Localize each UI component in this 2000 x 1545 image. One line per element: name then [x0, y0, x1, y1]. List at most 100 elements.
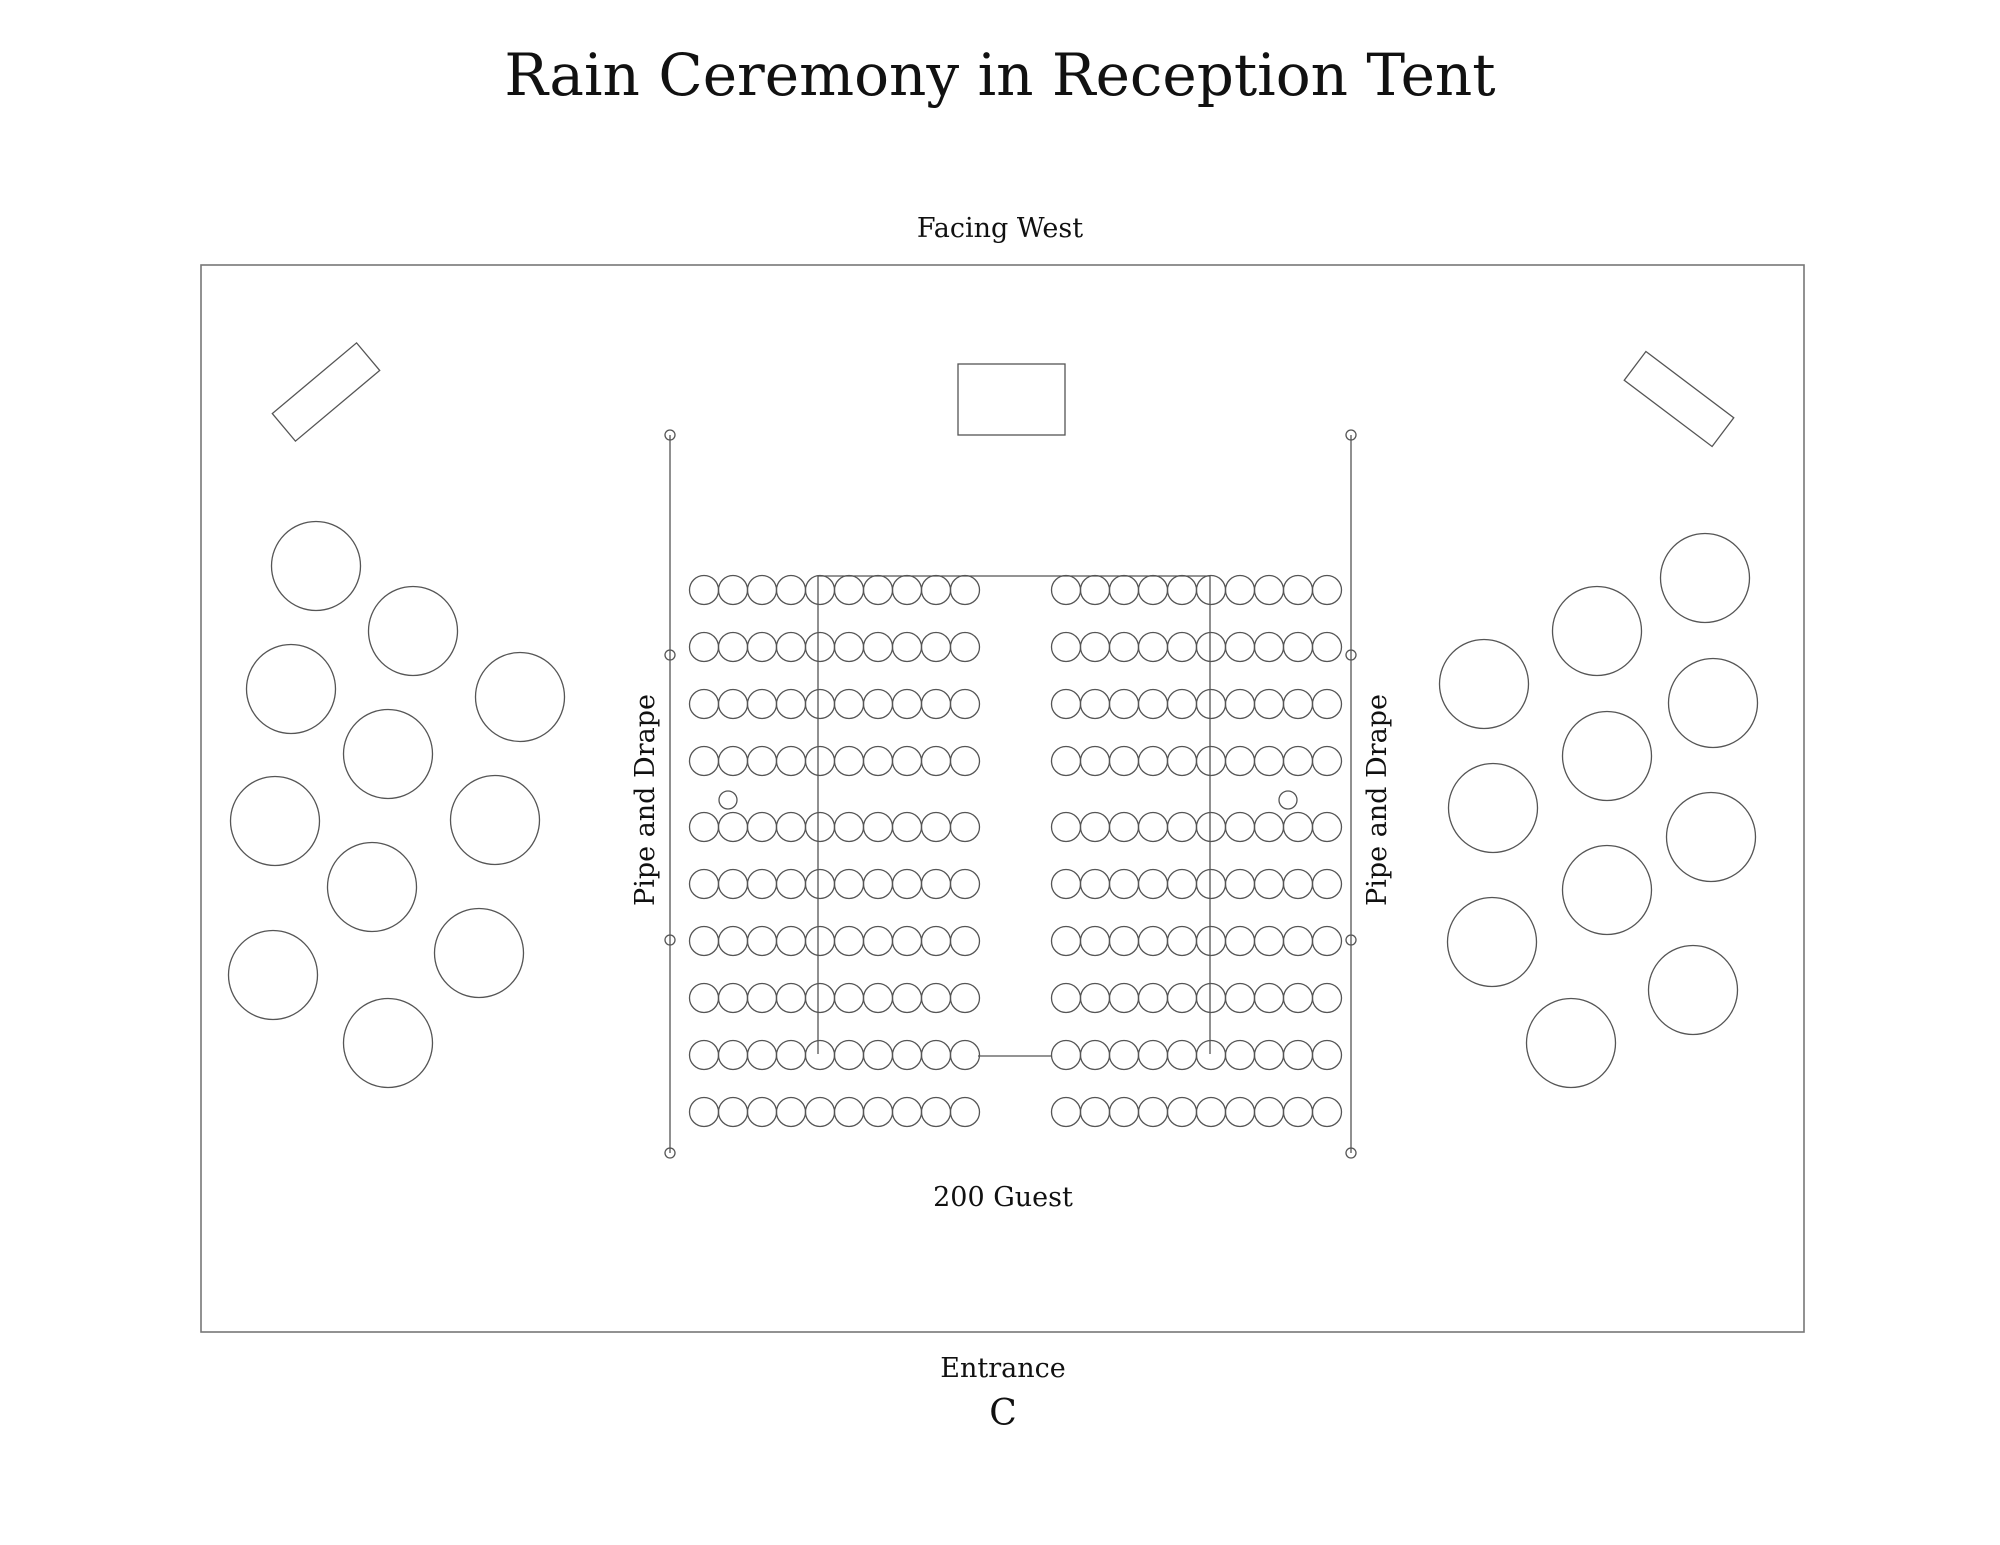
chair: [833, 688, 865, 720]
chair: [688, 1096, 720, 1128]
left-small-marker: [718, 790, 738, 810]
chair: [1108, 631, 1140, 663]
chair: [1311, 688, 1343, 720]
chair: [1253, 574, 1285, 606]
right-pipe-and-drape: [1345, 429, 1357, 1159]
chair: [1137, 631, 1169, 663]
round-table: [1438, 638, 1530, 730]
chair: [746, 1096, 778, 1128]
chair: [1311, 925, 1343, 957]
round-table: [474, 651, 566, 743]
chair: [1195, 574, 1227, 606]
round-table: [1447, 762, 1539, 854]
chair: [1224, 688, 1256, 720]
altar-table: [957, 363, 1066, 436]
ceremony-chairs: [688, 574, 1343, 1128]
guest-count-label: 200 Guest: [933, 1182, 1073, 1213]
chair: [949, 1096, 981, 1128]
round-table: [342, 708, 434, 800]
chair: [688, 745, 720, 777]
chair: [833, 631, 865, 663]
chair: [1253, 1039, 1285, 1071]
chair: [804, 688, 836, 720]
chair: [688, 1039, 720, 1071]
chair: [688, 868, 720, 900]
chair: [746, 688, 778, 720]
chair: [862, 1096, 894, 1128]
chair: [1166, 1096, 1198, 1128]
chair: [862, 868, 894, 900]
chair: [1079, 631, 1111, 663]
chair: [1253, 811, 1285, 843]
chair: [891, 1096, 923, 1128]
chair: [775, 688, 807, 720]
chair: [1108, 688, 1140, 720]
chair: [1166, 574, 1198, 606]
chair: [1108, 982, 1140, 1014]
chair: [775, 574, 807, 606]
chair: [746, 631, 778, 663]
chair: [891, 811, 923, 843]
chair: [1282, 1096, 1314, 1128]
chair: [949, 574, 981, 606]
chair: [746, 574, 778, 606]
chair: [949, 868, 981, 900]
round-table: [1551, 585, 1643, 677]
chair: [862, 574, 894, 606]
chair: [949, 631, 981, 663]
chair: [1108, 1096, 1140, 1128]
chair: [1253, 868, 1285, 900]
chair: [833, 982, 865, 1014]
round-table: [1665, 791, 1757, 883]
chair: [717, 688, 749, 720]
chair: [862, 925, 894, 957]
page-title: Rain Ceremony in Reception Tent: [504, 41, 1495, 109]
chair: [1195, 811, 1227, 843]
chair: [717, 811, 749, 843]
chair: [1108, 745, 1140, 777]
chair: [1166, 688, 1198, 720]
chair: [1108, 574, 1140, 606]
chair: [804, 811, 836, 843]
chair: [775, 982, 807, 1014]
chair: [920, 1096, 952, 1128]
chair: [1195, 688, 1227, 720]
left-pipe-and-drape: [664, 429, 676, 1159]
chair: [862, 631, 894, 663]
chair: [1050, 574, 1082, 606]
chair: [1050, 631, 1082, 663]
chair: [1224, 574, 1256, 606]
chair: [746, 925, 778, 957]
chair: [949, 925, 981, 957]
chair: [1282, 745, 1314, 777]
round-table: [367, 585, 459, 677]
chair: [746, 811, 778, 843]
round-table: [1525, 997, 1617, 1089]
chair: [746, 982, 778, 1014]
chair: [1079, 868, 1111, 900]
chair: [804, 982, 836, 1014]
chair: [920, 745, 952, 777]
chair: [1195, 982, 1227, 1014]
chair: [1195, 1096, 1227, 1128]
chair: [891, 925, 923, 957]
chair: [1224, 982, 1256, 1014]
chair: [1079, 688, 1111, 720]
left-round-tables: [227, 520, 566, 1089]
round-table: [1667, 657, 1759, 749]
right-angled-table: [1623, 350, 1735, 448]
chair: [891, 1039, 923, 1071]
chair: [688, 574, 720, 606]
chair: [1224, 631, 1256, 663]
chair: [688, 982, 720, 1014]
chair: [746, 868, 778, 900]
chair: [949, 688, 981, 720]
chair: [891, 982, 923, 1014]
round-table: [342, 997, 434, 1089]
chair: [833, 574, 865, 606]
chair: [1079, 925, 1111, 957]
chair: [1137, 868, 1169, 900]
chair: [862, 688, 894, 720]
chair: [1108, 1039, 1140, 1071]
